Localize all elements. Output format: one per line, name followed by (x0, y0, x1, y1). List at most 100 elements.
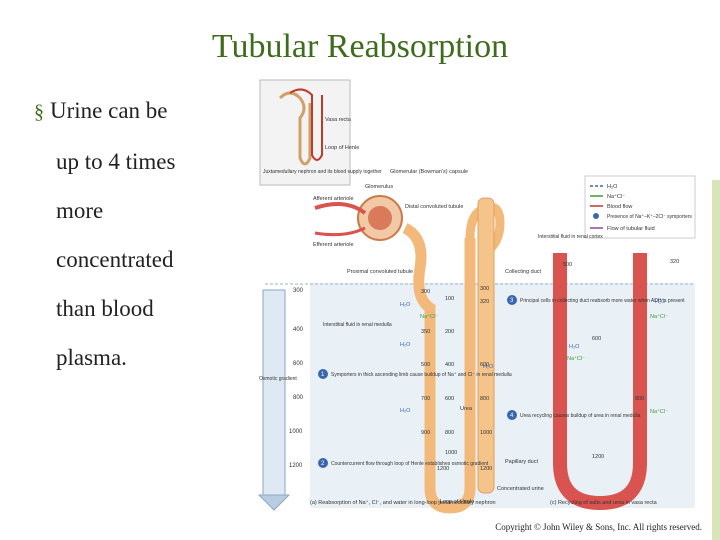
osm-value: 600 (445, 396, 454, 402)
bullet-line-2: up to 4 times (56, 149, 176, 174)
water-label: H₂O (400, 408, 411, 414)
caption-a: (a) Reabsorption of Na⁺, Cl⁻, and water … (310, 499, 496, 506)
nacl-label: Na⁺Cl⁻ (567, 355, 585, 362)
nephron-figure: Vasa recta Loop of Henle Juxtamedullary … (257, 79, 696, 514)
osm-value: 200 (445, 329, 454, 335)
gradient-ticks: 300 400 600 800 1000 1200 (289, 288, 304, 469)
note-1: 1 Symporters in thick ascending limb cau… (318, 369, 512, 379)
label-interstitial-cortex: Interstitial fluid in renal cortex (538, 234, 603, 240)
solute-markers: H₂O Na⁺Cl⁻ H₂O H₂O H₂O H₂O Na⁺Cl⁻ H₂O Na… (400, 299, 668, 415)
bullet-text: §Urine can be up to 4 times more concent… (34, 86, 224, 382)
bullet-line-6: plasma. (56, 345, 127, 370)
caption-c: (c) Recycling of salts and urea in vasa … (550, 500, 658, 506)
note-3: 3 Principal cells in collecting duct rea… (507, 295, 685, 305)
svg-text:2: 2 (321, 461, 325, 467)
ascending-values: 100 200 400 600 800 1000 (445, 296, 457, 456)
osm-value: 600 (480, 362, 489, 368)
osm-value: 500 (421, 362, 430, 368)
osmotic-gradient-bar (262, 289, 286, 496)
collecting-duct (477, 197, 495, 494)
gradient-tick: 300 (293, 288, 304, 294)
osm-value: 1200 (592, 454, 604, 460)
svg-text:4: 4 (510, 413, 514, 419)
osm-value: 300 (421, 289, 430, 295)
nacl-label: Na⁺Cl⁻ (650, 408, 668, 415)
label-loop-of-henle: Loop of Henle (440, 499, 474, 505)
legend: H₂O Na⁺Cl⁻ Blood flow Presence of Na⁺–K⁺… (590, 184, 692, 232)
copyright-notice: Copyright © John Wiley & Sons, Inc. All … (495, 522, 702, 532)
decorative-side-bar (712, 180, 720, 540)
osm-value: 900 (421, 430, 430, 436)
legend-item-symporters: Presence of Na⁺–K⁺–2Cl⁻ symporters (607, 214, 692, 220)
legend-item-water: H₂O (607, 184, 618, 190)
nacl-label: Na⁺Cl⁻ (420, 313, 438, 320)
label-dct: Distal convoluted tubule (405, 204, 463, 210)
osm-value: 800 (635, 396, 644, 402)
water-label: H₂O (483, 364, 494, 370)
label-afferent-arteriole: Afferent arteriole (313, 196, 354, 202)
label-concentrated-urine: Concentrated urine (497, 486, 544, 492)
nacl-label: Na⁺Cl⁻ (650, 313, 668, 320)
inset-vasa-recta (289, 88, 323, 161)
vasa-recta-values: 320 500 600 800 1200 (563, 259, 679, 460)
gradient-tick: 600 (293, 361, 304, 367)
vasa-recta (553, 253, 647, 511)
note-2: 2 Countercurrent flow through loop of He… (318, 458, 489, 468)
inset-caption: Juxtamedullary nephron and its blood sup… (263, 169, 382, 175)
gradient-tick: 800 (293, 395, 304, 401)
svg-text:3: 3 (510, 298, 514, 304)
label-papillary-duct: Papillary duct (505, 459, 538, 465)
water-label: H₂O (400, 302, 411, 308)
bullet-line-3: more (56, 198, 104, 223)
osm-value: 1000 (480, 430, 492, 436)
osm-value: 500 (563, 262, 572, 268)
water-label: H₂O (655, 299, 666, 305)
gradient-label: Osmotic gradient (259, 376, 297, 382)
page-title: Tubular Reabsorption (211, 28, 509, 65)
bullet-line-1: Urine can be (50, 98, 168, 123)
collecting-duct-values: 300 320 600 800 1000 1200 (480, 286, 492, 472)
label-interstitial-medulla: Interstitial fluid in renal medulla (323, 322, 392, 328)
note-4: 4 Urea recycling causes buildup of urea … (507, 410, 641, 420)
inset-label-vasa-recta: Vasa recta (325, 117, 352, 123)
label-pct: Proximal convoluted tubule (347, 269, 413, 275)
legend-item-blood-flow: Blood flow (607, 204, 632, 210)
label-efferent-arteriole: Efferent arteriole (313, 242, 354, 248)
inset-label-loop: Loop of Henle (325, 145, 359, 151)
bullet-line-5: than blood (56, 296, 154, 321)
afferent-arteriole (314, 202, 367, 215)
renal-medulla-region (310, 283, 695, 508)
descending-values: 300 350 500 700 900 1200 (421, 289, 449, 472)
descending-limb (402, 223, 476, 514)
osm-value: 1200 (437, 466, 449, 472)
label-collecting-duct: Collecting duct (505, 269, 542, 275)
legend-box (584, 175, 696, 239)
svg-text:1: 1 (321, 372, 325, 378)
osm-value: 300 (480, 286, 489, 292)
osm-value: 700 (421, 396, 430, 402)
osm-value: 1200 (480, 466, 492, 472)
osm-value: 800 (480, 396, 489, 402)
svg-text:Principal cells in collecting: Principal cells in collecting duct reabs… (520, 298, 685, 304)
svg-text:Countercurrent flow through lo: Countercurrent flow through loop of Henl… (331, 461, 489, 467)
distal-convoluted-tubule (465, 202, 505, 257)
osm-value: 800 (445, 430, 454, 436)
osm-value: 320 (480, 299, 489, 305)
gradient-tick: 400 (293, 327, 304, 333)
osmotic-gradient-arrow (257, 494, 291, 511)
svg-text:Urea recycling causes buildup: Urea recycling causes buildup of urea in… (520, 413, 641, 419)
gradient-tick: 1000 (289, 429, 303, 435)
efferent-arteriole (314, 226, 366, 237)
osm-value: 100 (445, 296, 454, 302)
water-label: H₂O (569, 344, 580, 350)
osm-value: 350 (421, 329, 430, 335)
inset-box (259, 79, 351, 186)
water-label: H₂O (400, 342, 411, 348)
label-glomerular-capsule: Glomerular (Bowman's) capsule (390, 169, 468, 175)
osm-value: 320 (670, 259, 679, 265)
legend-item-nacl: Na⁺Cl⁻ (607, 193, 625, 200)
label-glomerulus: Glomerulus (365, 184, 393, 190)
legend-item-tubular-flow: Flow of tubular fluid (607, 226, 655, 232)
glomerular-capillaries (368, 206, 392, 230)
osm-value: 600 (592, 336, 601, 342)
